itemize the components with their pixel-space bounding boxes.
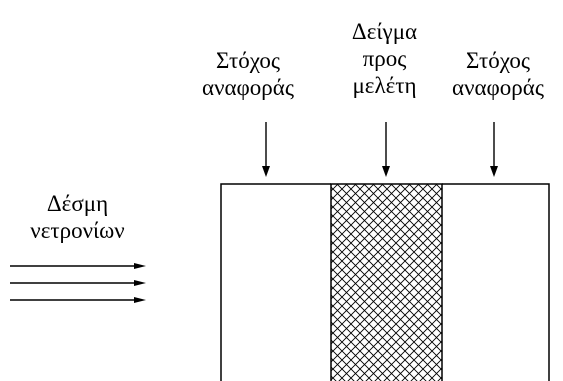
reference-target-left-label: Στόχος αναφοράς bbox=[188, 47, 308, 101]
sample-label: Δείγμα προς μελέτη bbox=[322, 18, 447, 99]
beam-label-line-2: νετρονίων bbox=[30, 218, 125, 243]
pointer-arrow-left bbox=[262, 122, 270, 177]
sample-label-line-3: μελέτη bbox=[352, 73, 417, 98]
beam-arrows bbox=[10, 263, 146, 303]
sample-block bbox=[330, 183, 443, 381]
beam-arrow bbox=[10, 280, 146, 286]
reference-target-right bbox=[442, 183, 550, 381]
sample-label-line-1: Δείγμα bbox=[351, 19, 418, 44]
reference-target-right-label: Στόχος αναφοράς bbox=[438, 47, 558, 101]
reference-target-left-label-line-2: αναφοράς bbox=[202, 75, 294, 100]
sample-label-line-2: προς bbox=[362, 46, 407, 71]
reference-target-right-label-line-2: αναφοράς bbox=[452, 75, 544, 100]
pointer-arrow-center bbox=[382, 122, 390, 177]
pointer-arrow-right bbox=[490, 122, 498, 177]
beam-label: Δέσμη νετρονίων bbox=[10, 190, 145, 244]
reference-target-left-label-line-1: Στόχος bbox=[215, 48, 281, 73]
beam-arrow bbox=[10, 263, 146, 269]
reference-target-right-label-line-1: Στόχος bbox=[465, 48, 531, 73]
beam-arrow bbox=[10, 297, 146, 303]
reference-target-left bbox=[220, 183, 331, 381]
beam-label-line-1: Δέσμη bbox=[46, 191, 109, 216]
